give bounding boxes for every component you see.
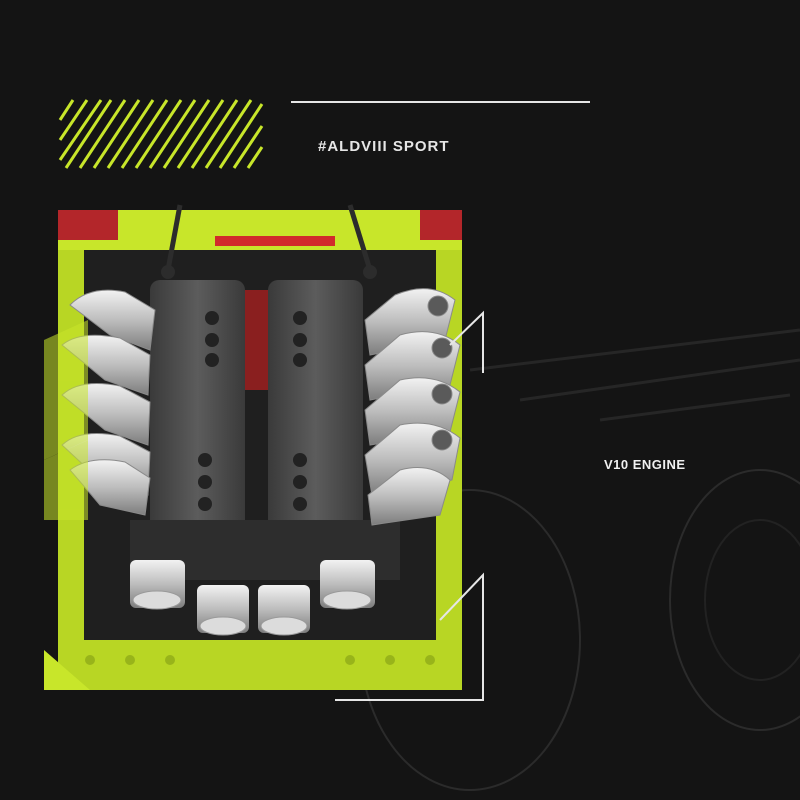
- engine-callout-label: V10 ENGINE: [604, 457, 686, 472]
- engine-block: [130, 280, 400, 580]
- left-exhaust-pipes: [61, 289, 156, 516]
- exhaust-tips: [130, 560, 375, 636]
- accent-panels: [44, 320, 88, 520]
- right-exhaust-pipes: [364, 288, 461, 526]
- hood-struts: [165, 204, 373, 271]
- diagonal-stripes-icon: [58, 99, 264, 169]
- speed-streaks: [469, 328, 800, 422]
- brand-label: #ALDVIII SPORT: [318, 138, 450, 155]
- corner-bracket-icon: [335, 310, 484, 701]
- corner-accent: [44, 650, 90, 690]
